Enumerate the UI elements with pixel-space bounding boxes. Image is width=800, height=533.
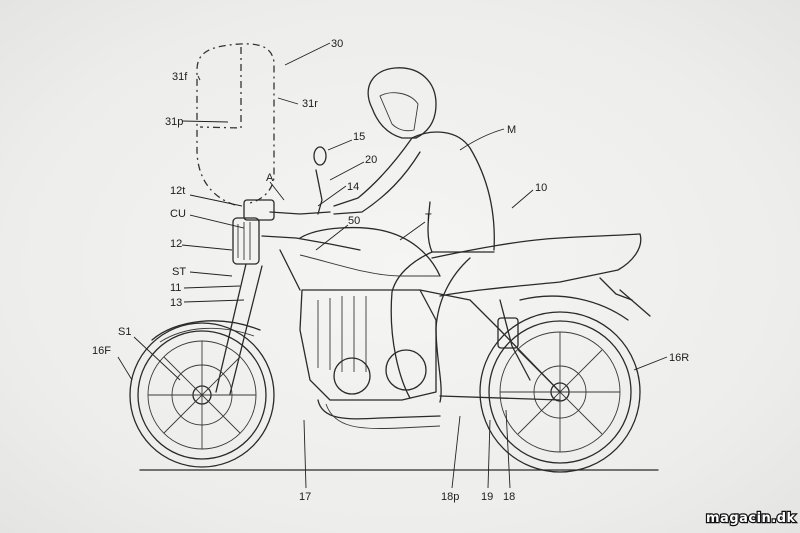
label-12t: 12t	[170, 185, 185, 197]
watermark-logo: magacin.dk	[706, 511, 796, 526]
label-T: T	[425, 212, 432, 224]
exhaust-pipe	[317, 399, 441, 420]
headlight	[232, 217, 260, 265]
mirror-stem	[315, 169, 323, 215]
helmet-visor	[379, 92, 419, 132]
meter-unit	[243, 199, 275, 221]
label-18: 18	[503, 491, 515, 503]
label-31f: 31f	[172, 71, 188, 83]
label-30: 30	[331, 38, 343, 50]
rear-shock	[499, 299, 531, 381]
rider-waist	[427, 201, 495, 253]
front-wheel	[129, 322, 275, 468]
tank-front	[261, 235, 361, 251]
seat-and-tail	[431, 233, 651, 317]
label-14: 14	[347, 181, 359, 193]
rider-leg-back	[435, 257, 471, 403]
handlebar	[269, 211, 331, 215]
rear-fender	[519, 295, 629, 321]
rider-leg-front	[390, 251, 433, 399]
label-CU: CU	[170, 208, 186, 220]
label-12: 12	[170, 238, 182, 250]
front-assembly	[232, 146, 441, 277]
rider-arm-upper	[333, 137, 413, 207]
label-31p: 31p	[165, 116, 183, 128]
seat-top	[431, 233, 641, 259]
tail-light	[599, 277, 633, 301]
front-fender	[151, 320, 261, 341]
label-50: 50	[348, 215, 360, 227]
rider-helmet	[367, 67, 437, 139]
label-A: A	[266, 172, 274, 184]
label-16R: 16R	[669, 352, 689, 364]
label-18p: 18p	[441, 491, 459, 503]
label-ST: ST	[172, 266, 186, 278]
label-M: M	[507, 124, 516, 136]
rear-wheel	[479, 295, 641, 473]
label-S1: S1	[118, 326, 131, 338]
rider-back	[411, 131, 495, 251]
engine	[299, 289, 441, 430]
label-20: 20	[365, 154, 377, 166]
front-fork	[151, 263, 263, 395]
frame	[279, 249, 561, 401]
label-10: 10	[535, 182, 547, 194]
windscreen-outline	[196, 43, 275, 206]
rider-arm-lower	[333, 151, 421, 215]
crank-cover	[333, 357, 371, 395]
clutch-cover	[385, 349, 427, 391]
label-15: 15	[353, 131, 365, 143]
label-13: 13	[170, 297, 182, 309]
reference-labels: 30 31f 31r 31p 15 20 M A 14 10 12t CU 50…	[92, 38, 689, 503]
label-31r: 31r	[302, 98, 318, 110]
label-19: 19	[481, 491, 493, 503]
label-11: 11	[170, 282, 181, 294]
mirror	[313, 146, 327, 166]
label-17: 17	[299, 491, 311, 503]
license-bracket	[619, 289, 651, 317]
fuel-tank	[299, 226, 441, 277]
leader-lines	[117, 42, 668, 489]
label-16F: 16F	[92, 345, 111, 357]
tail-cowl	[439, 233, 642, 297]
